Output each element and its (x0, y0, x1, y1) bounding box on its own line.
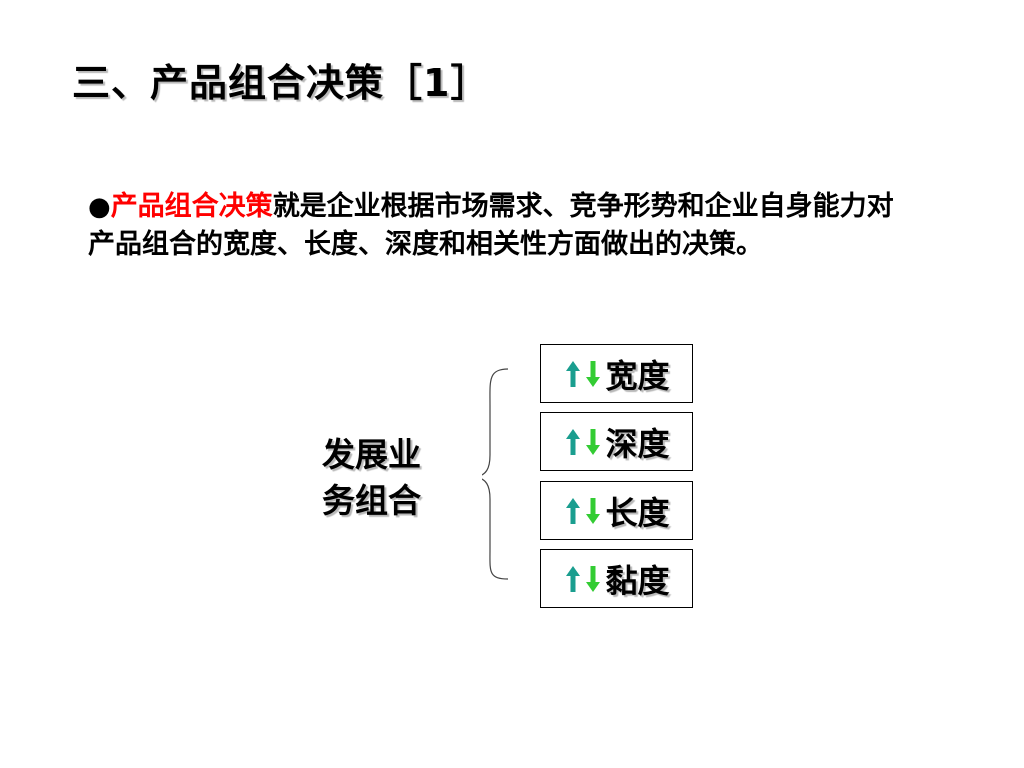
item-box-length: 长度 (540, 481, 693, 540)
bullet-icon: ● (88, 192, 111, 222)
highlight-term: 产品组合决策 (110, 191, 273, 222)
item-box-width: 宽度 (540, 344, 693, 403)
item-label: 深度 (605, 424, 670, 463)
item-box-depth: 深度 (540, 412, 693, 471)
definition-paragraph: ●产品组合决策就是企业根据市场需求、竞争形势和企业自身能力对产品组合的宽度、长度… (88, 188, 920, 264)
up-down-arrows-icon (563, 563, 603, 595)
curly-brace-icon (482, 368, 509, 580)
item-label: 长度 (605, 493, 670, 532)
up-down-arrows-icon (563, 495, 603, 527)
up-down-arrows-icon (563, 426, 603, 458)
slide-title: 三、产品组合决策［1］ (72, 61, 490, 105)
up-down-arrows-icon (563, 358, 603, 390)
root-label-line1: 发展业 (322, 435, 421, 474)
item-label: 宽度 (605, 356, 670, 395)
item-label: 黏度 (605, 561, 670, 600)
definition-text: 就是企业根据市场需求、竞争形势和企业自身能力对产品组合的宽度、长度、深度和相关性… (88, 191, 894, 260)
root-label: 发展业 务组合 (322, 432, 452, 524)
root-label-line2: 务组合 (322, 481, 421, 520)
item-box-stickiness: 黏度 (540, 549, 693, 608)
